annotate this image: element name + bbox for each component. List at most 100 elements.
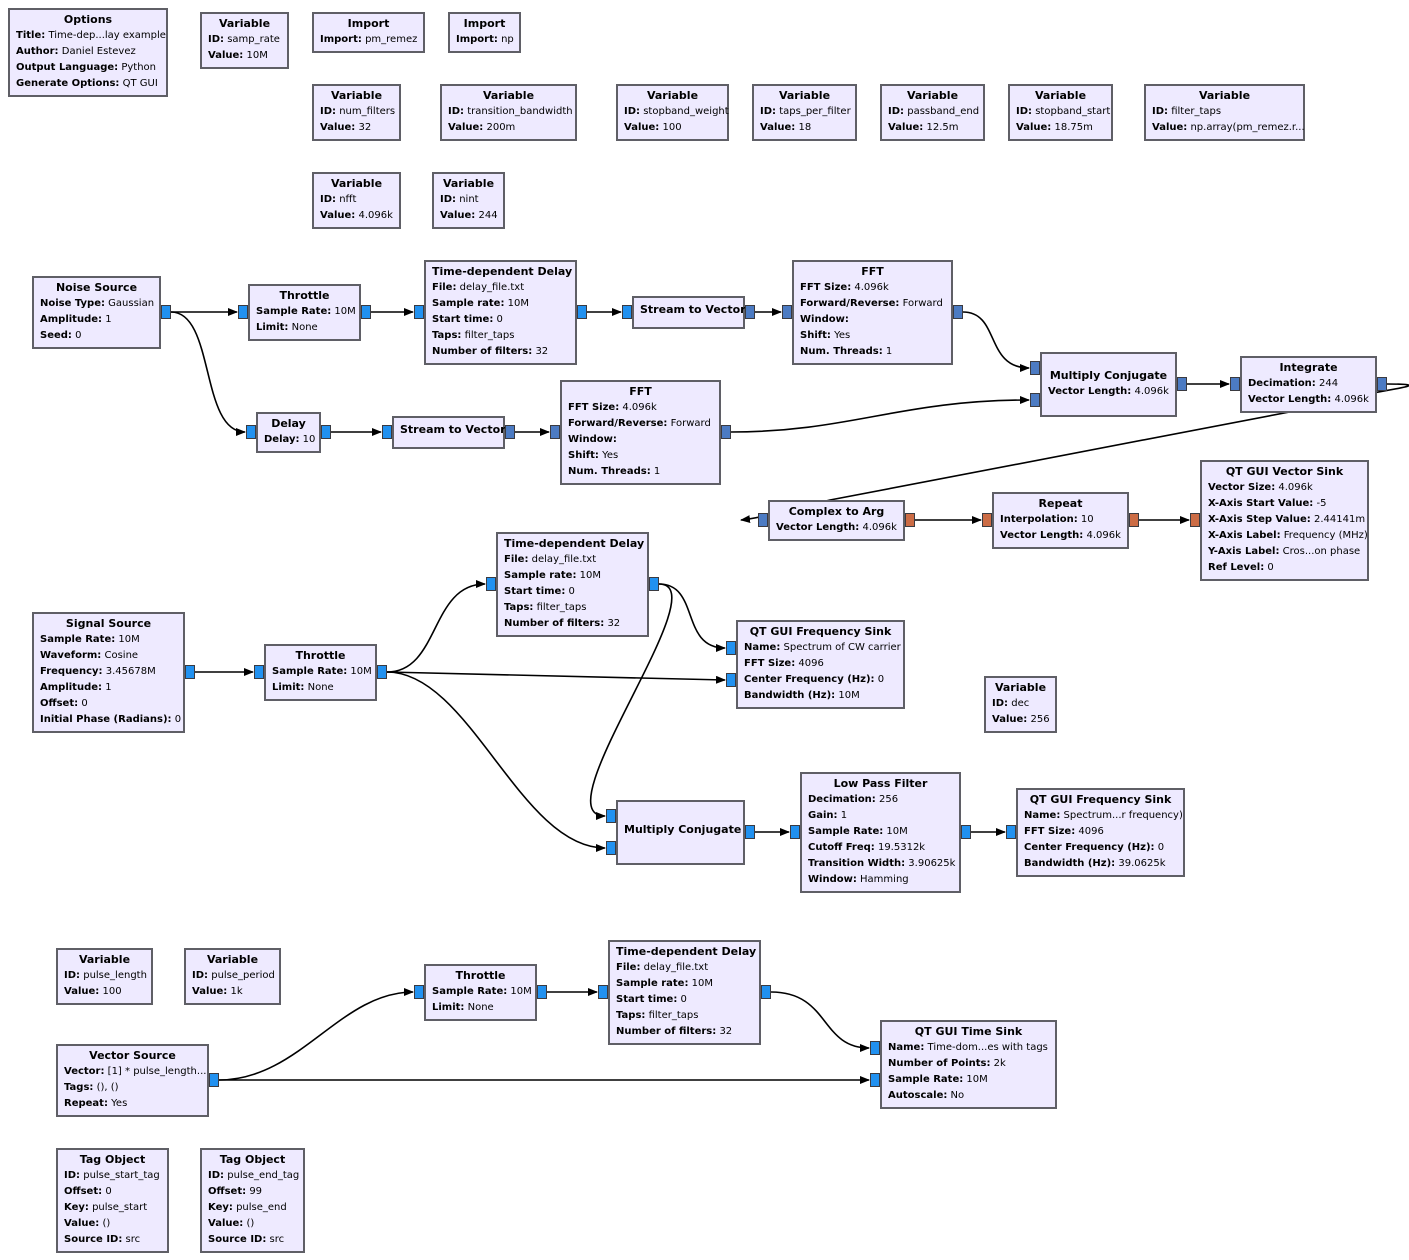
delay-out-port[interactable] (321, 425, 331, 439)
multconj2-in1-port[interactable] (606, 841, 616, 855)
tdd2-out-port[interactable] (649, 577, 659, 591)
throttle2-out-port[interactable] (377, 665, 387, 679)
time-dependent-delay-block-2[interactable]: Time-dependent Delay File: delay_file.tx… (496, 532, 649, 637)
param-value: pulse_length (83, 970, 147, 981)
c2a-in-port[interactable] (758, 513, 768, 527)
repeat-in-port[interactable] (982, 513, 992, 527)
multconj1-in0-port[interactable] (1030, 361, 1040, 375)
fft1-in-port[interactable] (782, 305, 792, 319)
vecsink-in-port[interactable] (1190, 513, 1200, 527)
repeat-out-port[interactable] (1129, 513, 1139, 527)
qt-gui-frequency-sink-block-2[interactable]: QT GUI Frequency Sink Name: Spectrum...r… (1016, 788, 1185, 877)
tdd1-in-port[interactable] (414, 305, 424, 319)
integrate-in-port[interactable] (1230, 377, 1240, 391)
s2v2-out-port[interactable] (505, 425, 515, 439)
tdd2-in-port[interactable] (486, 577, 496, 591)
param-key: File: (616, 962, 641, 973)
fft2-out-port[interactable] (721, 425, 731, 439)
tdd3-in-port[interactable] (598, 985, 608, 999)
timesink-in0-port[interactable] (870, 1041, 880, 1055)
s2v1-out-port[interactable] (745, 305, 755, 319)
timesink-in1-port[interactable] (870, 1073, 880, 1087)
param-row: X-Axis Step Value: 2.44141m (1208, 512, 1365, 528)
multconj2-out-port[interactable] (745, 825, 755, 839)
multiply-conjugate-block-2[interactable]: Multiply Conjugate (616, 800, 745, 865)
delay-in-port[interactable] (246, 425, 256, 439)
param-value: Spectrum...r frequency) (1063, 810, 1183, 821)
multiply-conjugate-block-1[interactable]: Multiply Conjugate Vector Length: 4.096k (1040, 352, 1177, 417)
throttle1-out-port[interactable] (361, 305, 371, 319)
lpf-in-port[interactable] (790, 825, 800, 839)
throttle1-in-port[interactable] (238, 305, 248, 319)
time-dependent-delay-block-1[interactable]: Time-dependent Delay File: delay_file.tx… (424, 260, 577, 365)
param-value: delay_file.txt (459, 282, 525, 293)
param-key: Name: (1024, 810, 1061, 821)
delay-block[interactable]: Delay Delay: 10 (256, 412, 321, 453)
qt-gui-time-sink-block[interactable]: QT GUI Time Sink Name: Time-dom...es wit… (880, 1020, 1057, 1109)
freqsink1-in0-port[interactable] (726, 641, 736, 655)
qt-gui-frequency-sink-block-1[interactable]: QT GUI Frequency Sink Name: Spectrum of … (736, 620, 905, 709)
throttle3-out-port[interactable] (537, 985, 547, 999)
lpf-out-port[interactable] (961, 825, 971, 839)
freqsink2-in-port[interactable] (1006, 825, 1016, 839)
fft2-in-port[interactable] (550, 425, 560, 439)
c2a-out-port[interactable] (905, 513, 915, 527)
multconj1-out-port[interactable] (1177, 377, 1187, 391)
throttle3-in-port[interactable] (414, 985, 424, 999)
stream-to-vector-block-1[interactable]: Stream to Vector (632, 296, 746, 329)
import-pm-remez-block[interactable]: Import Import: pm_remez (312, 12, 425, 53)
vector-source-out-port[interactable] (209, 1073, 219, 1087)
s2v2-in-port[interactable] (382, 425, 392, 439)
s2v1-in-port[interactable] (622, 305, 632, 319)
multconj2-in0-port[interactable] (606, 809, 616, 823)
freqsink1-in1-port[interactable] (726, 673, 736, 687)
multconj1-in1-port[interactable] (1030, 393, 1040, 407)
time-dependent-delay-block-3[interactable]: Time-dependent Delay File: delay_file.tx… (608, 940, 761, 1045)
complex-to-arg-block[interactable]: Complex to Arg Vector Length: 4.096k (768, 500, 905, 541)
integrate-out-port[interactable] (1377, 377, 1387, 391)
param-row: Value: 12.5m (888, 120, 977, 136)
noise-source-out-port[interactable] (161, 305, 171, 319)
signal-source-out-port[interactable] (185, 665, 195, 679)
param-key: Frequency: (40, 666, 103, 677)
stream-to-vector-block-2[interactable]: Stream to Vector (392, 416, 506, 449)
param-value: 4.096k (854, 282, 889, 293)
param-value: Frequency (MHz) (1283, 530, 1368, 541)
fft1-out-port[interactable] (953, 305, 963, 319)
param-row: Initial Phase (Radians): 0 (40, 712, 181, 728)
import-np-block[interactable]: Import Import: np (448, 12, 521, 53)
tdd1-out-port[interactable] (577, 305, 587, 319)
param-key: Value: (208, 50, 244, 61)
throttle2-in-port[interactable] (254, 665, 264, 679)
tdd3-out-port[interactable] (761, 985, 771, 999)
vector-source-block[interactable]: Vector Source Vector: [1] * pulse_length… (56, 1044, 209, 1117)
